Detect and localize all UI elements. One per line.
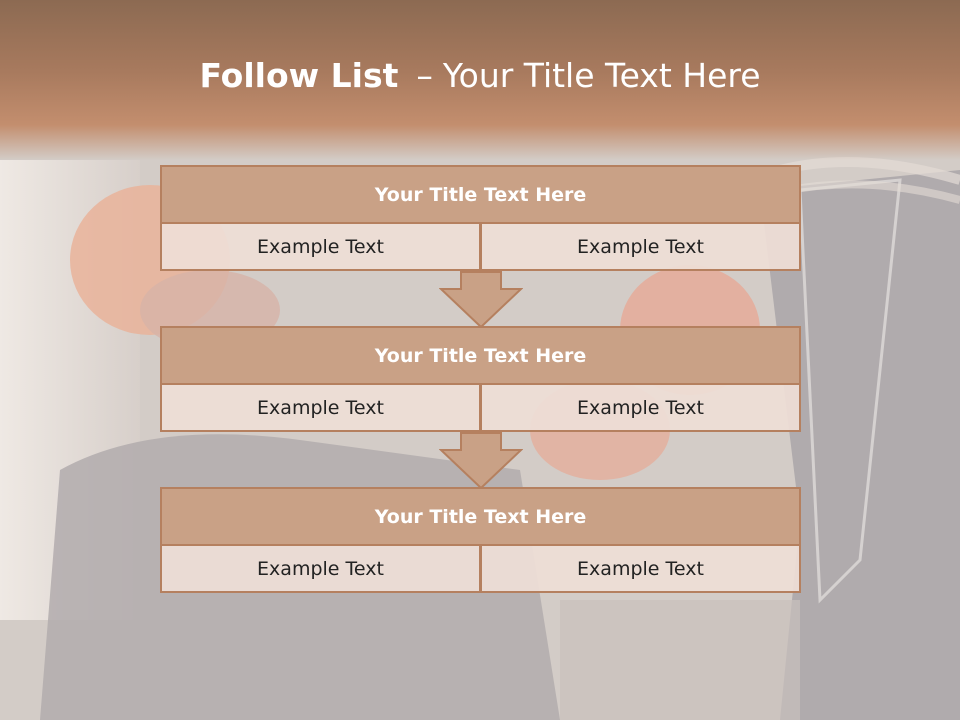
header-band: [0, 0, 960, 160]
step-box-1: Your Title Text Here Example Text Exampl…: [160, 165, 801, 271]
step-cell-right: Example Text: [480, 222, 801, 271]
step-cell-right: Example Text: [480, 383, 801, 432]
down-arrow-icon: [439, 271, 523, 329]
slide-title-rest: Your Title Text Here: [442, 56, 761, 95]
step-cell-right: Example Text: [480, 544, 801, 593]
step-cell-left: Example Text: [160, 222, 481, 271]
step-cell-left: Example Text: [160, 544, 481, 593]
step-title: Your Title Text Here: [160, 326, 801, 385]
step-title: Your Title Text Here: [160, 487, 801, 546]
slide-title: Follow List–Your Title Text Here: [0, 56, 960, 95]
step-box-2: Your Title Text Here Example Text Exampl…: [160, 326, 801, 432]
step-title: Your Title Text Here: [160, 165, 801, 224]
step-box-3: Your Title Text Here Example Text Exampl…: [160, 487, 801, 593]
down-arrow-icon: [439, 432, 523, 490]
slide-title-bold: Follow List: [199, 56, 399, 95]
slide-title-dash: –: [416, 56, 433, 95]
step-cell-left: Example Text: [160, 383, 481, 432]
